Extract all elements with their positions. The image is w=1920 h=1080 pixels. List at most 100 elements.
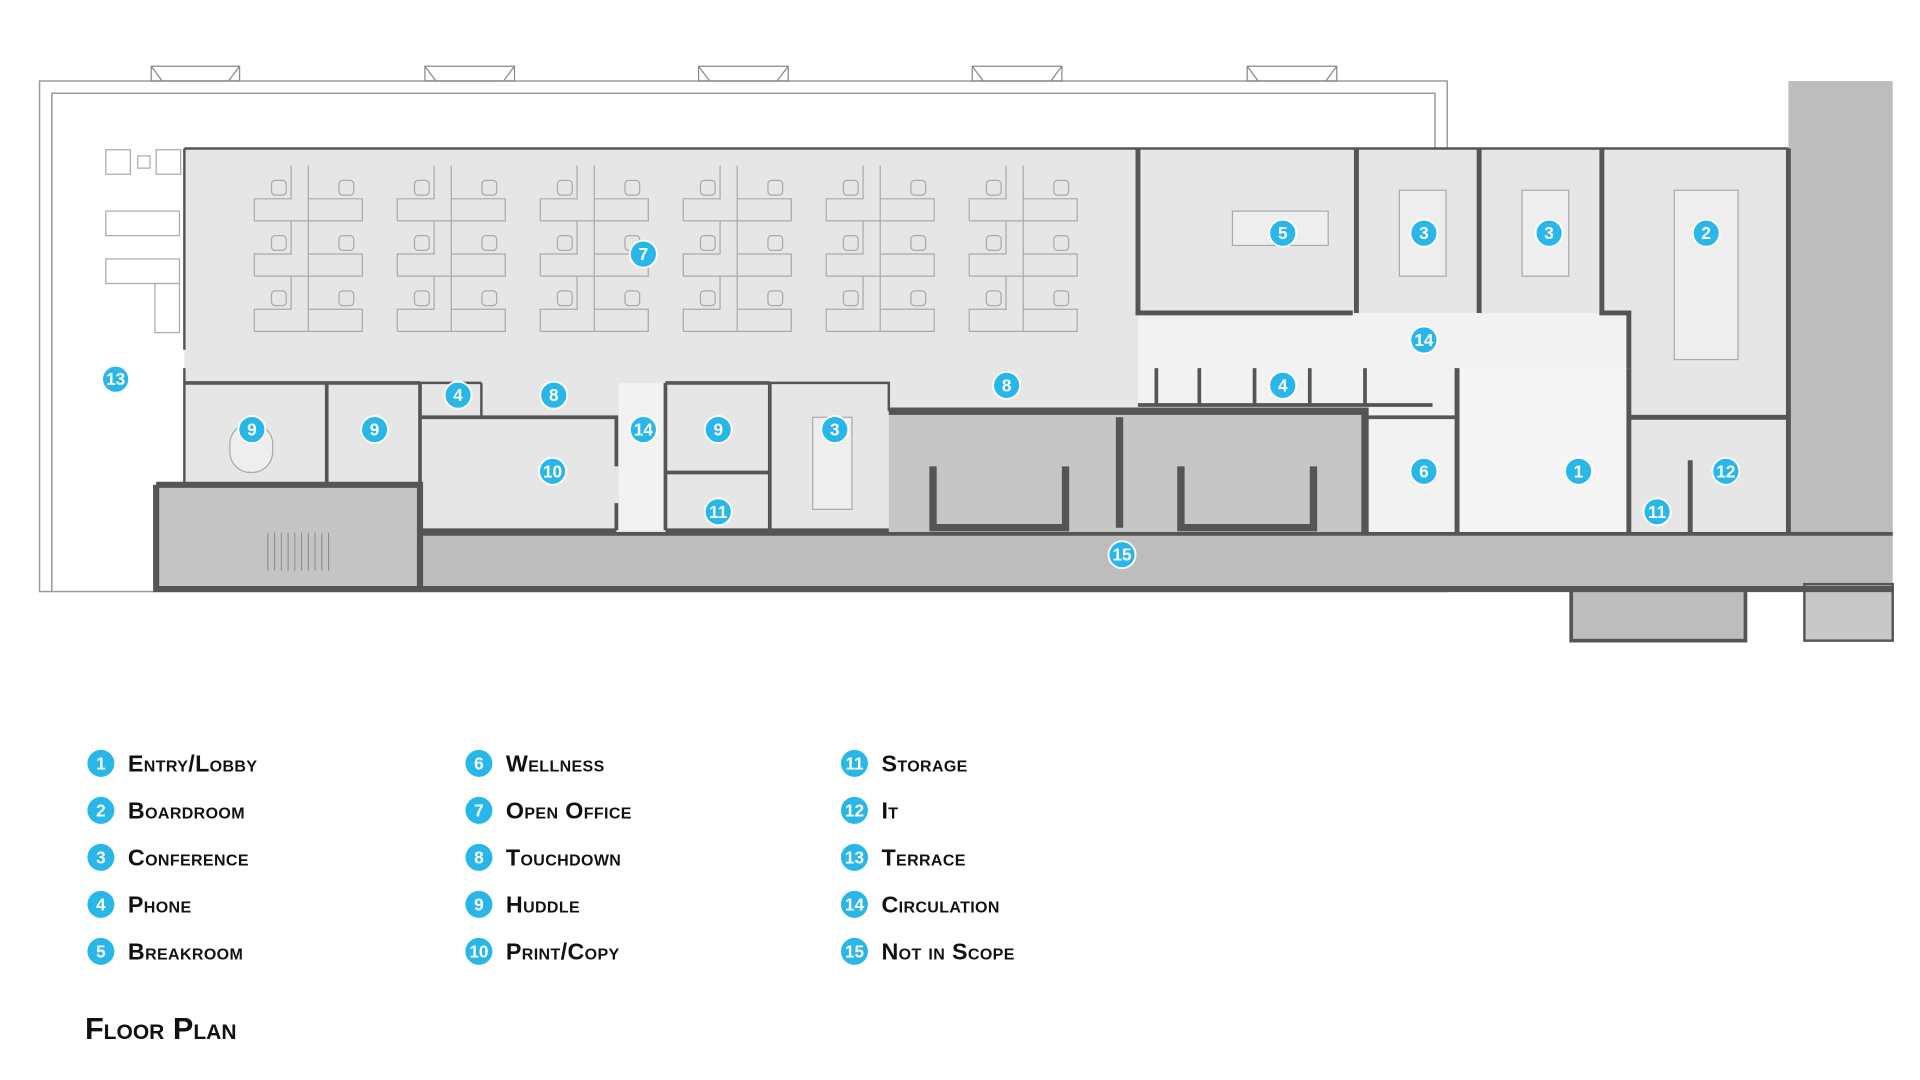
- marker-not-in-scope[interactable]: 15: [1107, 540, 1137, 570]
- marker-open-office[interactable]: 7: [628, 239, 658, 269]
- marker-touchdown[interactable]: 8: [539, 380, 569, 410]
- legend-number: 3: [96, 847, 106, 867]
- marker-entry-lobby[interactable]: 1: [1564, 456, 1593, 486]
- chair-icon: [270, 179, 287, 196]
- workstation-pod: [396, 165, 506, 222]
- marker-wellness[interactable]: 6: [1409, 456, 1439, 486]
- marker-huddle[interactable]: 9: [237, 415, 267, 444]
- marker-phone[interactable]: 4: [443, 380, 473, 410]
- marker-number: 11: [709, 502, 728, 522]
- marker-terrace[interactable]: 13: [101, 364, 131, 394]
- chair-icon: [699, 235, 716, 251]
- freight-area: [1803, 582, 1894, 642]
- chair-icon: [270, 290, 287, 307]
- marker-phone[interactable]: 4: [1268, 370, 1298, 400]
- legend-marker: [840, 796, 868, 824]
- marker-number: 13: [106, 369, 125, 389]
- marker-number: 5: [1278, 223, 1288, 243]
- legend-label: Terrace: [881, 844, 965, 870]
- marker-storage[interactable]: 11: [1642, 497, 1672, 527]
- legend-marker: [87, 796, 115, 824]
- marker-number: 2: [1701, 223, 1711, 243]
- legend-number: 13: [845, 847, 864, 867]
- legend-label: It: [881, 797, 898, 823]
- workstation-pod: [682, 165, 792, 222]
- chair-icon: [338, 290, 355, 307]
- marker-touchdown[interactable]: 8: [992, 370, 1022, 400]
- workstation-pod: [968, 276, 1078, 332]
- workstation-pod: [396, 276, 506, 332]
- marker-number: 10: [543, 461, 562, 481]
- legend-marker: [465, 749, 493, 777]
- legend-number: 5: [96, 941, 106, 961]
- chair-icon: [556, 290, 573, 307]
- marker-number: 14: [1414, 330, 1434, 350]
- marker-it[interactable]: 12: [1711, 456, 1741, 486]
- building-corridor: [420, 533, 1893, 590]
- legend-number: 2: [96, 800, 106, 820]
- chair-icon: [842, 235, 859, 251]
- legend-marker: [840, 749, 868, 777]
- marker-boardroom[interactable]: 2: [1691, 218, 1721, 248]
- marker-number: 8: [1002, 375, 1012, 395]
- workstation-pod: [539, 276, 649, 332]
- legend-marker: [87, 937, 115, 965]
- marker-circulation[interactable]: 14: [1409, 325, 1439, 355]
- legend-label: Not in Scope: [881, 938, 1014, 964]
- legend-marker: [840, 937, 868, 965]
- workstation-pod: [825, 165, 935, 222]
- marker-conference[interactable]: 3: [1409, 218, 1439, 248]
- marker-conference[interactable]: 3: [1534, 218, 1564, 248]
- walls: [153, 147, 1893, 593]
- marker-number: 4: [1278, 375, 1288, 395]
- legend-marker: [465, 796, 493, 824]
- right-core: [1788, 81, 1893, 536]
- legend-label: Storage: [881, 750, 967, 776]
- workstation-pod: [968, 165, 1078, 222]
- marker-number: 8: [549, 385, 559, 405]
- chair-icon: [270, 235, 287, 251]
- chair-icon: [1053, 179, 1070, 196]
- legend-number: 10: [469, 941, 488, 961]
- chair-icon: [1053, 235, 1070, 251]
- marker-storage[interactable]: 11: [703, 497, 733, 527]
- legend-item: 5 Breakroom: [87, 937, 243, 965]
- marker-number: 15: [1112, 545, 1132, 565]
- marker-number: 3: [1419, 223, 1429, 243]
- workstation-pod: [682, 220, 792, 277]
- chair-icon: [624, 179, 641, 196]
- legend-number: 9: [474, 894, 484, 914]
- marker-huddle[interactable]: 9: [360, 415, 390, 444]
- restroom-core: [888, 411, 1365, 534]
- legend-marker: [465, 937, 493, 965]
- marker-number: 9: [247, 420, 257, 440]
- workstation-pod: [396, 220, 506, 277]
- stairs: [267, 532, 330, 571]
- marker-number: 12: [1716, 461, 1735, 481]
- legend-marker: [87, 890, 115, 918]
- chair-icon: [910, 179, 927, 196]
- marker-number: 1: [1574, 461, 1584, 481]
- chair-icon: [481, 290, 498, 307]
- chair-icon: [699, 179, 716, 196]
- marker-number: 9: [370, 420, 380, 440]
- chair-icon: [910, 290, 927, 307]
- chair-icon: [767, 235, 784, 251]
- marker-breakroom[interactable]: 5: [1268, 218, 1298, 248]
- marker-circulation[interactable]: 14: [628, 415, 658, 444]
- marker-conference[interactable]: 3: [820, 415, 850, 444]
- marker-huddle[interactable]: 9: [703, 415, 733, 444]
- chair-icon: [699, 290, 716, 307]
- marker-number: 3: [1544, 223, 1554, 243]
- legend-item: 13 Terrace: [840, 843, 965, 871]
- legend-label: Entry/Lobby: [128, 750, 257, 776]
- legend-number: 14: [845, 894, 865, 914]
- chair-icon: [338, 235, 355, 251]
- legend-number: 6: [474, 753, 484, 773]
- chair-icon: [767, 179, 784, 196]
- legend-label: Breakroom: [128, 938, 243, 964]
- marker-print-copy[interactable]: 10: [538, 456, 567, 486]
- legend-marker: [465, 890, 493, 918]
